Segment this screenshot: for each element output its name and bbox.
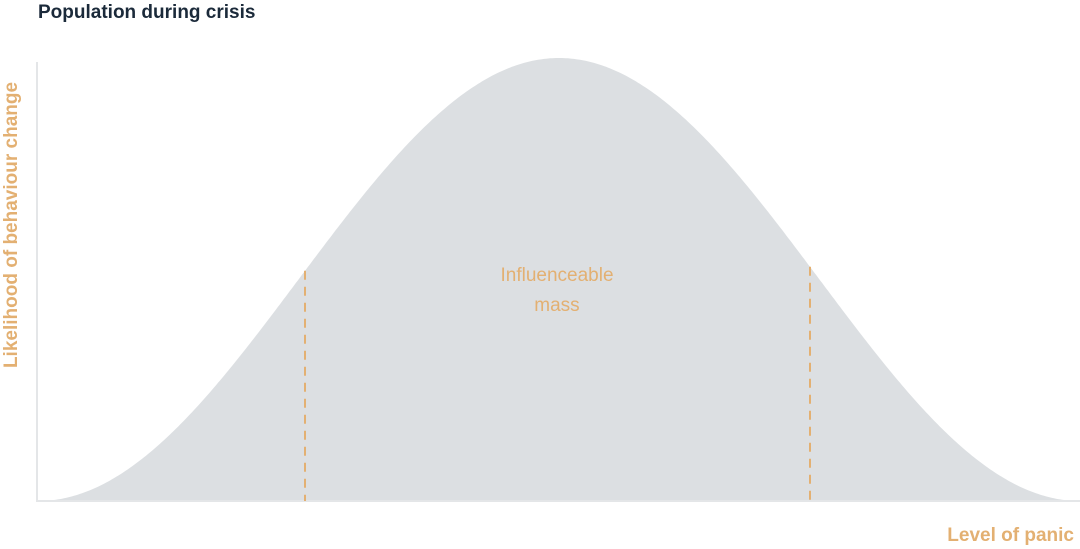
y-axis-label: Likelihood of behaviour change: [1, 81, 22, 369]
influenceable-mass-label: Influenceable mass: [500, 261, 613, 321]
page-title: Population during crisis: [38, 2, 256, 23]
bell-curve-area: [38, 58, 1080, 501]
influenceable-mass-line-2: mass: [534, 295, 580, 316]
x-axis-label: Level of panic: [947, 525, 1074, 546]
influenceable-mass-line-1: Influenceable: [500, 265, 614, 286]
